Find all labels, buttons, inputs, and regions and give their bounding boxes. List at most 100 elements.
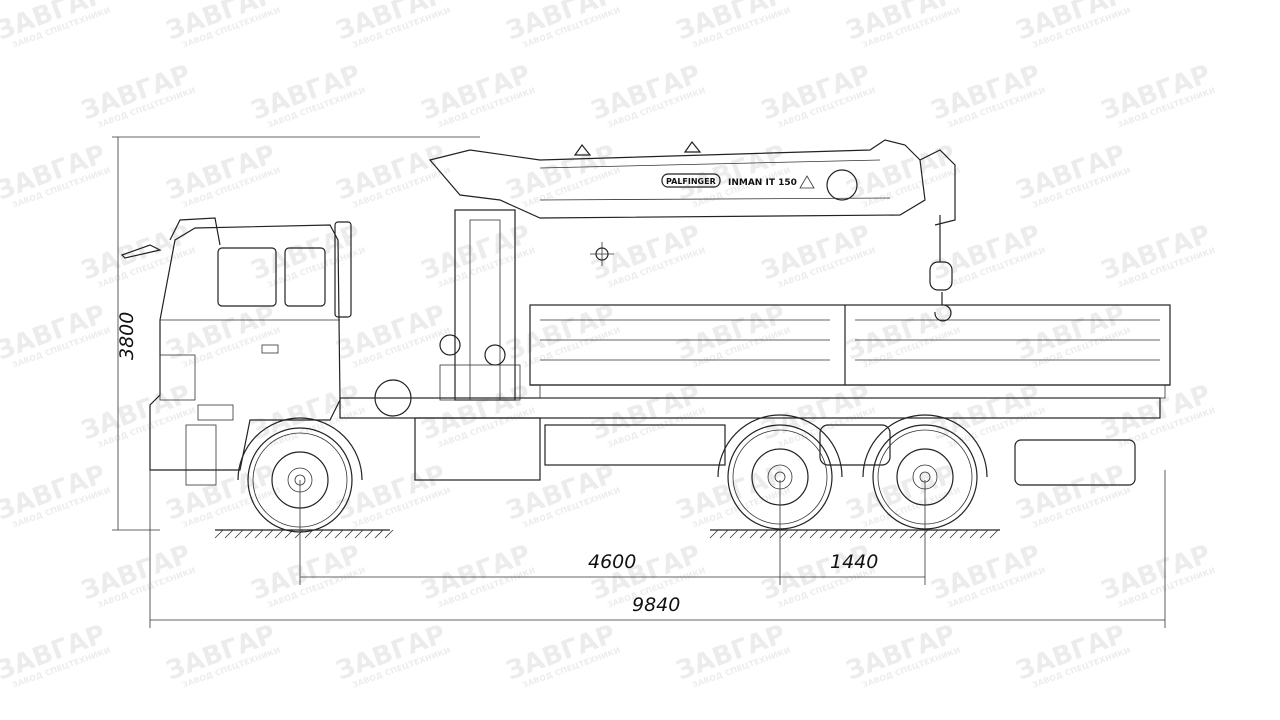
ground-hatch [909,529,919,539]
ground-hatch [779,529,789,539]
svg-text:ЗАВГАР: ЗАВГАР [672,0,790,47]
ground-hatch [979,529,989,539]
ground-hatch [889,529,899,539]
ground-hatch [939,529,949,539]
ground-hatch [799,529,809,539]
ground-hatch [879,529,889,539]
ground-hatch [314,529,324,539]
ground-hatch [809,529,819,539]
ground-hatch [839,529,849,539]
ground-hatch [929,529,939,539]
crane-column [439,209,521,401]
crane-hook [929,215,953,322]
ground-hatch [729,529,739,539]
ground-hatch [959,529,969,539]
crane-brand-label: PALFINGER [666,177,716,186]
ground-hatch [819,529,829,539]
rear-axle-spacing-label: 1440 [830,551,878,573]
ground-hatch [294,529,304,539]
overall-length-label: 9840 [632,594,680,616]
ground-hatch [709,529,719,539]
svg-text:ЗАВГАР: ЗАВГАР [332,0,450,47]
ground-hatch [739,529,749,539]
center-mark [590,242,614,266]
ground-hatch [374,529,384,539]
height-label: 3800 [116,312,138,360]
crane-model-label: INMAN IT 150 [728,178,797,188]
svg-text:ЗАВГАР: ЗАВГАР [502,0,620,47]
ground-hatch [214,529,224,539]
ground-hatch [789,529,799,539]
truck-cab [120,217,352,486]
ground-hatch [324,529,334,539]
ground-hatch [899,529,909,539]
ground-hatch [364,529,374,539]
ground-hatch [719,529,729,539]
ground-hatch [344,529,354,539]
height-dimension: 3800 [112,136,480,531]
wheelbase-label: 4600 [588,551,636,573]
ground-hatch [759,529,769,539]
crane-boom: PALFINGER INMAN IT 150 [428,139,956,226]
ground-hatch [254,529,264,539]
ground-hatch [274,529,284,539]
cargo-bed [529,304,1171,399]
wheels [237,414,988,533]
ground-hatch [919,529,929,539]
ground-hatch [384,529,394,539]
svg-text:ЗАВГАР: ЗАВГАР [842,0,960,47]
ground-hatch [869,529,879,539]
ground-hatch [769,529,779,539]
svg-text:ЗАВГАР: ЗАВГАР [1012,0,1130,47]
ground-hatch [244,529,254,539]
ground-hatch [849,529,859,539]
